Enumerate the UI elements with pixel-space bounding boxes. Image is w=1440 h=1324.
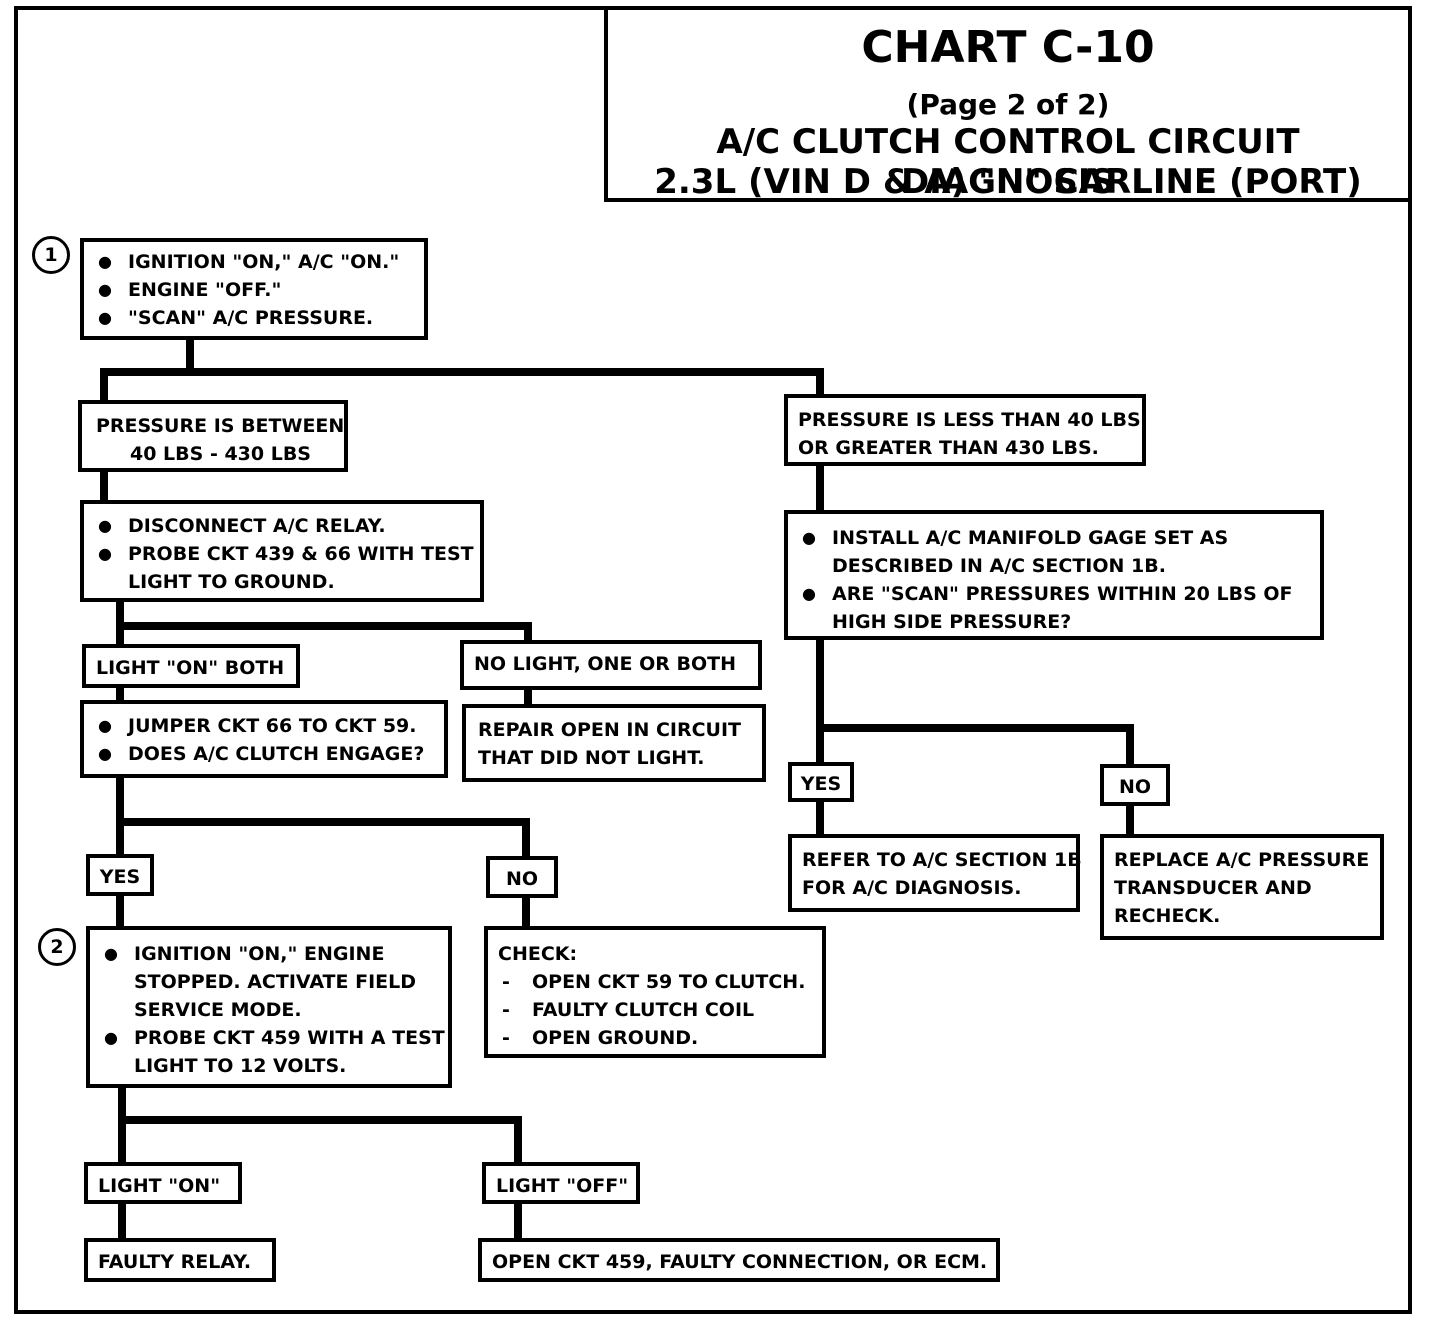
refer-box: REFER TO A/C SECTION 1B FOR A/C DIAGNOSI… bbox=[788, 834, 1082, 912]
step-marker-2: 2 bbox=[38, 928, 76, 966]
pressure-bad-box: PRESSURE IS LESS THAN 40 LBS OR GREATER … bbox=[784, 394, 1146, 466]
relay-test-box: DISCONNECT A/C RELAY. PROBE CKT 439 & 66… bbox=[80, 500, 484, 602]
gage-test-item: ARE "SCAN" PRESSURES WITHIN 20 LBS OF bbox=[798, 580, 1310, 608]
check-heading: CHECK: bbox=[498, 943, 578, 965]
gage-test-item: INSTALL A/C MANIFOLD GAGE SET AS bbox=[798, 524, 1310, 552]
gage-no-label: NO bbox=[1100, 764, 1170, 806]
connector-jumper bbox=[116, 772, 530, 862]
light-on-both-box: LIGHT "ON" BOTH bbox=[82, 644, 300, 688]
check-item: OPEN CKT 59 TO CLUTCH. bbox=[498, 968, 812, 996]
start-item: "SCAN" A/C PRESSURE. bbox=[94, 304, 414, 332]
pressure-ok-line1: PRESSURE IS BETWEEN bbox=[96, 415, 345, 437]
refer-line2: FOR A/C DIAGNOSIS. bbox=[802, 877, 1022, 899]
relay-test-item: DISCONNECT A/C RELAY. bbox=[94, 512, 470, 540]
refer-line1: REFER TO A/C SECTION 1B bbox=[802, 849, 1082, 871]
check-item: OPEN GROUND. bbox=[498, 1024, 812, 1052]
replace-box: REPLACE A/C PRESSURE TRANSDUCER AND RECH… bbox=[1100, 834, 1384, 940]
repair-open-line2: THAT DID NOT LIGHT. bbox=[478, 747, 705, 769]
pressure-ok-line2: 40 LBS - 430 LBS bbox=[130, 443, 311, 465]
open-ckt-box: OPEN CKT 459, FAULTY CONNECTION, OR ECM. bbox=[478, 1238, 1000, 1282]
field-service-item: PROBE CKT 459 WITH A TEST bbox=[100, 1024, 445, 1052]
connector-gage bbox=[816, 632, 1134, 770]
gage-test-item: HIGH SIDE PRESSURE? bbox=[832, 611, 1072, 633]
connector-start bbox=[100, 336, 824, 404]
replace-line3: RECHECK. bbox=[1114, 905, 1221, 927]
light-off-box: LIGHT "OFF" bbox=[482, 1162, 640, 1204]
field-service-item: IGNITION "ON," ENGINE bbox=[100, 940, 438, 968]
faulty-relay-box: FAULTY RELAY. bbox=[84, 1238, 276, 1282]
start-item: IGNITION "ON," A/C "ON." bbox=[94, 248, 414, 276]
relay-test-item: LIGHT TO GROUND. bbox=[128, 571, 335, 593]
replace-line1: REPLACE A/C PRESSURE bbox=[1114, 849, 1370, 871]
chart-title: CHART C-10 bbox=[861, 22, 1155, 73]
field-service-item: SERVICE MODE. bbox=[134, 999, 302, 1021]
start-box: IGNITION "ON," A/C "ON." ENGINE "OFF." "… bbox=[80, 238, 428, 340]
jumper-test-item: JUMPER CKT 66 TO CKT 59. bbox=[94, 712, 434, 740]
chart-page: (Page 2 of 2) bbox=[906, 88, 1110, 121]
light-on-box: LIGHT "ON" bbox=[84, 1162, 242, 1204]
pressure-bad-line1: PRESSURE IS LESS THAN 40 LBS bbox=[798, 409, 1141, 431]
jumper-test-box: JUMPER CKT 66 TO CKT 59. DOES A/C CLUTCH… bbox=[80, 700, 448, 778]
start-item: ENGINE "OFF." bbox=[94, 276, 414, 304]
gage-yes-label: YES bbox=[788, 762, 854, 802]
replace-line2: TRANSDUCER AND bbox=[1114, 877, 1312, 899]
chart-subtitle: A/C CLUTCH CONTROL CIRCUIT DIAGNOSIS bbox=[716, 122, 1300, 202]
repair-open-box: REPAIR OPEN IN CIRCUIT THAT DID NOT LIGH… bbox=[462, 704, 766, 782]
jumper-test-item: DOES A/C CLUTCH ENGAGE? bbox=[94, 740, 434, 768]
pressure-ok-box: PRESSURE IS BETWEEN 40 LBS - 430 LBS bbox=[78, 400, 348, 472]
step-marker-1: 1 bbox=[32, 236, 70, 274]
gage-test-box: INSTALL A/C MANIFOLD GAGE SET AS DESCRIB… bbox=[784, 510, 1324, 640]
check-item: FAULTY CLUTCH COIL bbox=[498, 996, 812, 1024]
relay-test-item: PROBE CKT 439 & 66 WITH TEST bbox=[94, 540, 474, 568]
chart-title-block: CHART C-10 (Page 2 of 2) A/C CLUTCH CONT… bbox=[604, 6, 1412, 202]
chart-subtitle-2: 2.3L (VIN D & A) "N" CARLINE (PORT) bbox=[654, 162, 1362, 202]
check-box: CHECK: OPEN CKT 59 TO CLUTCH. FAULTY CLU… bbox=[484, 926, 826, 1058]
field-service-box: IGNITION "ON," ENGINE STOPPED. ACTIVATE … bbox=[86, 926, 452, 1088]
gage-test-item: DESCRIBED IN A/C SECTION 1B. bbox=[832, 555, 1166, 577]
jumper-yes-label: YES bbox=[86, 854, 154, 896]
connector-field bbox=[118, 1082, 522, 1168]
repair-open-line1: REPAIR OPEN IN CIRCUIT bbox=[478, 719, 742, 741]
field-service-item: STOPPED. ACTIVATE FIELD bbox=[134, 971, 417, 993]
connector-relay bbox=[116, 594, 532, 650]
jumper-no-label: NO bbox=[486, 856, 558, 898]
pressure-bad-line2: OR GREATER THAN 430 LBS. bbox=[798, 437, 1099, 459]
field-service-item: LIGHT TO 12 VOLTS. bbox=[134, 1055, 347, 1077]
no-light-box: NO LIGHT, ONE OR BOTH bbox=[460, 640, 762, 690]
